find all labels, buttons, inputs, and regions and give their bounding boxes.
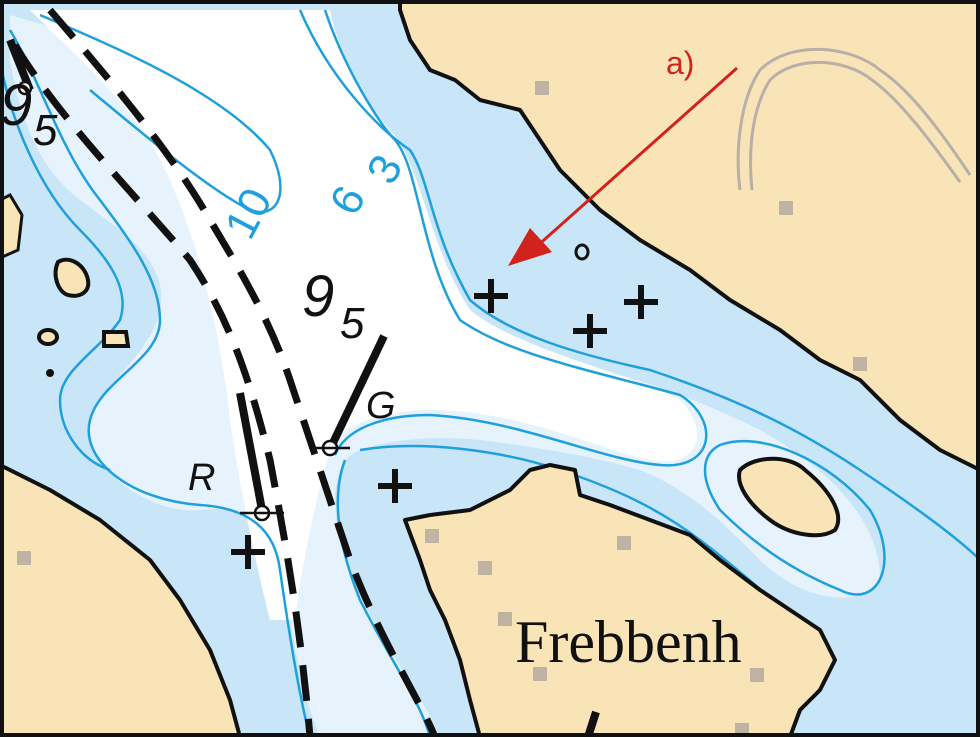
leading-light-label-green: G <box>366 385 396 427</box>
channel-limit-west <box>11 43 314 737</box>
deep-channel <box>30 10 697 620</box>
annotation-label: a) <box>666 45 694 81</box>
building-square-icon <box>853 357 867 371</box>
contour-left-10m <box>8 29 312 737</box>
building-square-icon <box>533 667 547 681</box>
building-square-icon <box>779 201 793 215</box>
land-peninsula <box>403 463 837 737</box>
svg-text:9: 9 <box>0 73 32 138</box>
building-square-icon <box>498 612 512 626</box>
leading-line-red <box>236 392 266 511</box>
land-northeast <box>398 0 980 472</box>
building-square-icon <box>535 81 549 95</box>
contour-3m <box>298 9 980 561</box>
svg-text:9: 9 <box>302 264 334 329</box>
building-square-icon <box>425 529 439 543</box>
leading-line-green <box>328 334 388 447</box>
rocks <box>231 279 658 569</box>
rock-icon <box>624 285 658 319</box>
building-square-icon <box>750 668 764 682</box>
rock-dot <box>46 369 54 377</box>
channel-limit-east <box>47 7 439 737</box>
land-west-edge <box>0 193 24 260</box>
sounding-main: 9 5 <box>302 264 365 348</box>
land-southwest <box>0 463 242 737</box>
contour-6m <box>323 9 708 467</box>
rock-icon <box>231 535 265 569</box>
svg-text:5: 5 <box>33 106 58 155</box>
building-square-icon <box>17 551 31 565</box>
sounding-corner: 9 5 <box>0 73 58 155</box>
leading-line-bottom <box>584 710 600 737</box>
leading-light-label-red: R <box>188 457 215 499</box>
svg-text:5: 5 <box>340 299 365 348</box>
buildings <box>17 81 867 737</box>
islets-west <box>37 257 131 348</box>
place-name: Frebbenh <box>515 609 742 675</box>
road <box>736 47 972 191</box>
rock-icon <box>378 469 412 503</box>
channel-limits <box>11 7 439 737</box>
contour-island-right <box>703 440 886 596</box>
contour-left-outer <box>0 59 124 472</box>
light-position-icon <box>17 80 350 522</box>
building-square-icon <box>617 536 631 550</box>
islet-small-north <box>574 243 590 261</box>
rock-icon <box>573 314 607 348</box>
rock-icon <box>474 279 508 313</box>
building-square-icon <box>478 561 492 575</box>
annotation-arrow <box>508 66 738 266</box>
island-east <box>737 456 841 538</box>
